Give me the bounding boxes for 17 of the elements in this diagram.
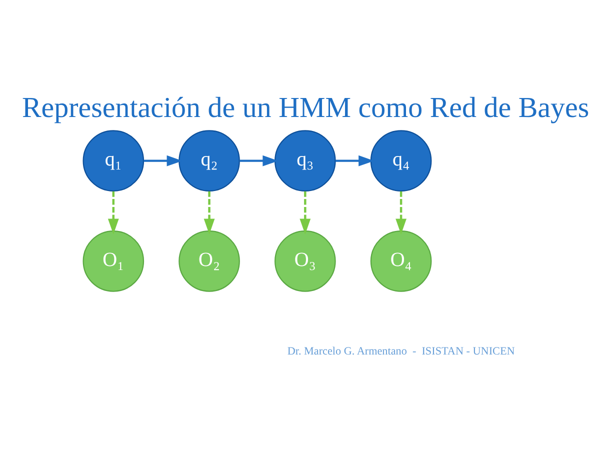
arrow xyxy=(108,191,119,234)
node-circle: q₂ xyxy=(178,130,240,192)
arrow xyxy=(396,191,407,234)
node-circle: O₄ xyxy=(370,230,432,292)
node-circle: O₁ xyxy=(82,230,144,292)
diagram-title: Representación de un HMM como Red de Bayes xyxy=(22,92,590,124)
arrow xyxy=(300,191,311,234)
arrow xyxy=(144,155,182,166)
node-circle: O₂ xyxy=(178,230,240,292)
node-circle: q₃ xyxy=(274,130,336,192)
arrow xyxy=(240,155,278,166)
arrow xyxy=(336,155,374,166)
label: Dr. Marcelo G. Armentano - ISISTAN - UNICEN xyxy=(287,345,515,358)
arrow xyxy=(204,191,215,234)
node-circle: q₁ xyxy=(82,130,144,192)
node-circle: q₄ xyxy=(370,130,432,192)
node-circle: O₃ xyxy=(274,230,336,292)
